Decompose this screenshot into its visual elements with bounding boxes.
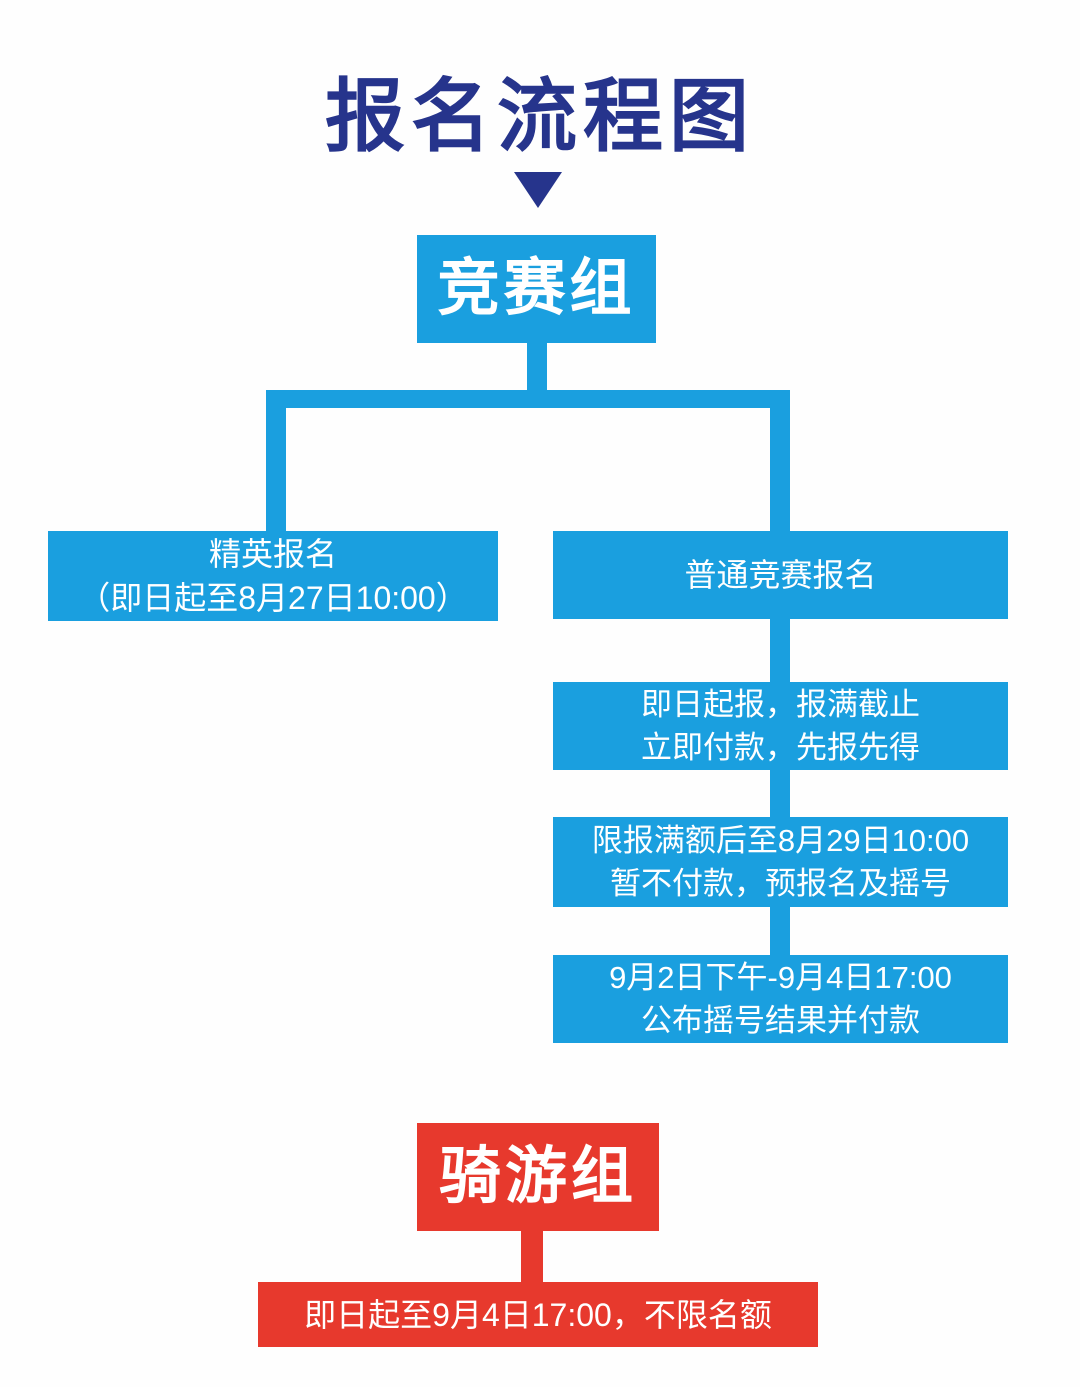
connector-branch-bar bbox=[266, 390, 790, 408]
step3-line1: 9月2日下午-9月4日17:00 bbox=[609, 960, 952, 995]
riding-note-box: 即日起至9月4日17:00，不限名额 bbox=[258, 1282, 818, 1347]
connector-regular-drop bbox=[770, 390, 790, 531]
step2-line2: 暂不付款，预报名及摇号 bbox=[610, 866, 951, 901]
regular-registration-box: 普通竞赛报名 bbox=[553, 531, 1008, 619]
connector-competition-stem bbox=[527, 343, 547, 392]
step3-box: 9月2日下午-9月4日17:00 公布摇号结果并付款 bbox=[553, 955, 1008, 1043]
step2-line1: 限报满额后至8月29日10:00 bbox=[591, 823, 970, 858]
step1-box: 即日起报，报满截止 立即付款，先报先得 bbox=[553, 682, 1008, 770]
competition-group-box: 竞赛组 bbox=[417, 235, 656, 343]
elite-registration-box: 精英报名 （即日起至8月27日10:00） bbox=[48, 531, 498, 621]
step3-line2: 公布摇号结果并付款 bbox=[641, 1003, 920, 1038]
connector-step1 bbox=[770, 618, 790, 683]
riding-group-box: 骑游组 bbox=[417, 1123, 659, 1231]
arrow-down-icon bbox=[514, 172, 562, 208]
riding-note-label: 即日起至9月4日17:00，不限名额 bbox=[304, 1296, 772, 1333]
riding-group-label: 骑游组 bbox=[438, 1142, 637, 1211]
regular-registration-label: 普通竞赛报名 bbox=[684, 557, 877, 593]
elite-registration-deadline: （即日起至8月27日10:00） bbox=[78, 580, 468, 616]
connector-riding-stem bbox=[521, 1230, 543, 1283]
step2-box: 限报满额后至8月29日10:00 暂不付款，预报名及摇号 bbox=[553, 817, 1008, 907]
connector-elite-drop bbox=[266, 390, 286, 531]
elite-registration-title: 精英报名 bbox=[208, 536, 337, 572]
page-title: 报名流程图 bbox=[325, 72, 755, 161]
connector-step3 bbox=[770, 906, 790, 956]
competition-group-label: 竞赛组 bbox=[437, 254, 636, 323]
step1-line2: 立即付款，先报先得 bbox=[641, 730, 920, 765]
step1-line1: 即日起报，报满截止 bbox=[641, 687, 920, 722]
connector-step2 bbox=[770, 769, 790, 818]
